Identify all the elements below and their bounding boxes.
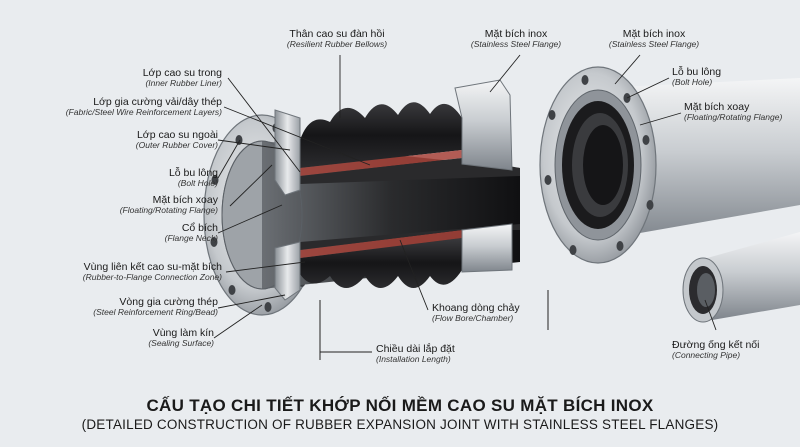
label-connecting-pipe: Đường ống kết nối(Connecting Pipe) xyxy=(672,339,760,361)
leader-lines xyxy=(213,54,717,339)
title-vietnamese: CẤU TẠO CHI TIẾT KHỚP NỐI MỀM CAO SU MẶT… xyxy=(146,396,654,415)
label-outer-cover: Lớp cao su ngoài(Outer Rubber Cover) xyxy=(135,129,218,151)
label-installation-length: Chiều dài lắp đặt(Installation Length) xyxy=(376,343,455,365)
connecting-pipe xyxy=(682,232,800,323)
label-bolt-hole-left: Lỗ bu lông(Bolt Hole) xyxy=(168,167,218,189)
label-flange-right: Mặt bích inox(Stainless Steel Flange) xyxy=(608,28,700,50)
label-flow-bore: Khoang dòng chảy(Flow Bore/Chamber) xyxy=(432,302,520,324)
label-bellows: Thân cao su đàn hồi(Resilient Rubber Bel… xyxy=(286,28,388,50)
cutaway-joint xyxy=(203,79,520,316)
label-bolt-hole-right: Lỗ bu lông(Bolt Hole) xyxy=(672,66,722,88)
label-floating-flange-left: Mặt bích xoay(Floating/Rotating Flange) xyxy=(119,194,218,216)
label-reinforcement-ring: Vòng gia cường thép(Steel Reinforcement … xyxy=(93,296,218,318)
label-flange-left: Mặt bích inox(Stainless Steel Flange) xyxy=(470,28,562,50)
label-floating-flange-right: Mặt bích xoay(Floating/Rotating Flange) xyxy=(684,101,783,123)
flange-assembly xyxy=(539,66,800,264)
title-english: (DETAILED CONSTRUCTION OF RUBBER EXPANSI… xyxy=(81,417,719,432)
label-connection-zone: Vùng liên kết cao su-mặt bích(Rubber-to-… xyxy=(82,261,222,283)
dimension-lines xyxy=(319,290,549,360)
label-inner-liner: Lớp cao su trong(Inner Rubber Liner) xyxy=(142,67,222,89)
label-reinforcement: Lớp gia cường vải/dây thép(Fabric/Steel … xyxy=(65,96,222,118)
label-flange-neck: Cổ bích(Flange Neck) xyxy=(164,222,218,244)
label-sealing-surface: Vùng làm kín(Sealing Surface) xyxy=(148,327,214,349)
